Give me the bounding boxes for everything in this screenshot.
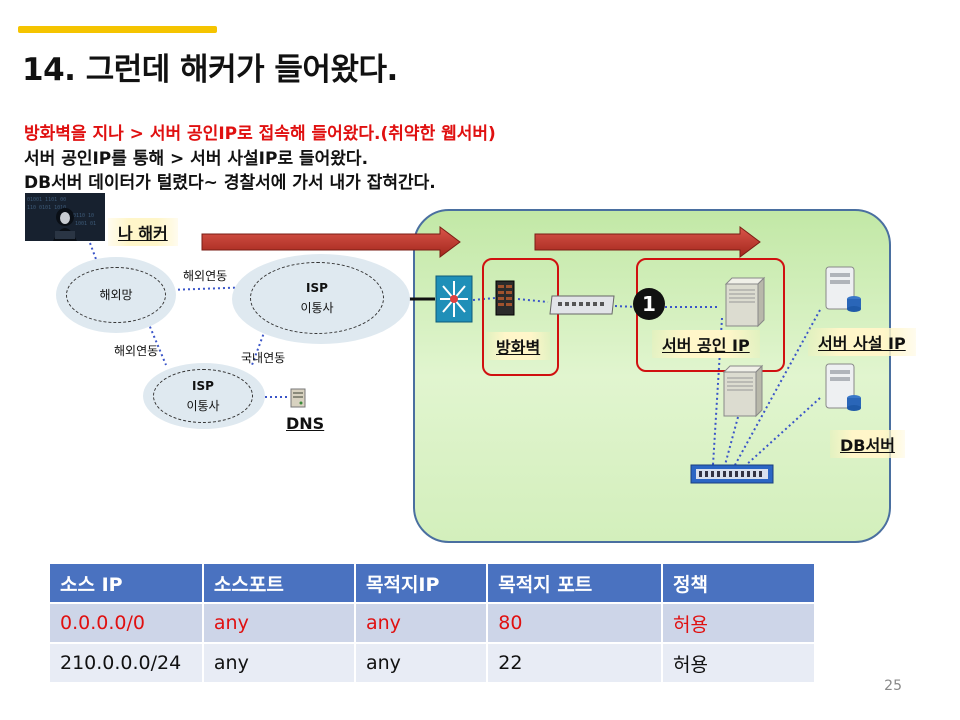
isp-top-carrier: 이통사 bbox=[300, 301, 334, 315]
overseas-network-label: 해외망 bbox=[99, 288, 133, 302]
public-server-ip-label: 서버 공인 IP bbox=[652, 330, 760, 358]
cell-source-port: any bbox=[202, 642, 356, 682]
svg-text:0110 10: 0110 10 bbox=[73, 213, 94, 219]
dns-server-icon bbox=[290, 388, 306, 408]
description-line-2: 서버 공인IP를 통해 > 서버 사설IP로 들어왔다. bbox=[24, 149, 369, 169]
cell-source-ip: 0.0.0.0/0 bbox=[50, 602, 204, 643]
isp-top-cloud: ISP 이통사 bbox=[232, 254, 410, 344]
isp-top-label: ISP bbox=[306, 281, 328, 295]
hacker-label: 나 해커 bbox=[108, 218, 178, 246]
cell-policy: 허용 bbox=[662, 602, 816, 643]
db-server-icon bbox=[818, 362, 866, 416]
internal-switch-icon bbox=[690, 464, 774, 484]
cell-destination-port: 80 bbox=[487, 602, 664, 643]
table-row: 210.0.0.0/24 any any 22 허용 bbox=[50, 642, 816, 682]
header-destination-port: 목적지 포트 bbox=[487, 564, 664, 603]
router-icon bbox=[435, 275, 473, 323]
private-server-icon bbox=[818, 265, 866, 317]
svg-text:01001 1101 00: 01001 1101 00 bbox=[27, 197, 66, 203]
table-row: 0.0.0.0/0 any any 80 허용 bbox=[50, 602, 816, 643]
isp-bottom-label: ISP bbox=[192, 379, 214, 393]
slide-title: 14. 그런데 해커가 들어왔다. bbox=[22, 52, 398, 88]
header-policy: 정책 bbox=[662, 564, 816, 603]
header-source-ip: 소스 IP bbox=[50, 564, 204, 603]
header-source-port: 소스포트 bbox=[202, 564, 356, 603]
db-server-label: DB서버 bbox=[830, 430, 905, 458]
cell-source-ip: 210.0.0.0/24 bbox=[50, 642, 204, 682]
private-server-ip-label: 서버 사설 IP bbox=[808, 328, 916, 356]
internal-network-zone bbox=[413, 209, 891, 543]
description-line-1: 방화벽을 지나 > 서버 공인IP로 접속해 들어왔다.(취약한 웹서버) bbox=[24, 124, 496, 144]
table-header-row: 소스 IP 소스포트 목적지IP 목적지 포트 정책 bbox=[50, 564, 816, 603]
cell-destination-port: 22 bbox=[487, 642, 664, 682]
svg-text:110 0101 1010: 110 0101 1010 bbox=[27, 205, 66, 211]
switch-icon bbox=[548, 294, 616, 316]
isp-bottom-cloud: ISP 이통사 bbox=[143, 363, 265, 429]
step-number-badge: 1 bbox=[633, 288, 665, 320]
web-server-icon bbox=[718, 276, 766, 328]
firewall-icon bbox=[495, 280, 515, 316]
svg-text:1001 01: 1001 01 bbox=[75, 221, 96, 227]
cell-policy: 허용 bbox=[662, 642, 816, 682]
link-domestic-label: 국내연동 bbox=[241, 351, 286, 365]
internal-server-icon bbox=[716, 364, 764, 418]
attack-arrow-2 bbox=[534, 226, 761, 258]
dns-label: DNS bbox=[286, 414, 325, 433]
hacker-image: 01001 1101 00 110 0101 1010 0110 10 1001… bbox=[25, 193, 105, 241]
cell-destination-ip: any bbox=[354, 642, 489, 682]
header-destination-ip: 목적지IP bbox=[354, 564, 489, 603]
title-accent-bar bbox=[18, 26, 217, 33]
firewall-label: 방화벽 bbox=[486, 332, 551, 360]
link-overseas-label-1: 해외연동 bbox=[183, 269, 228, 283]
cell-source-port: any bbox=[202, 602, 356, 643]
description-line-3: DB서버 데이터가 털렸다~ 경찰서에 가서 내가 잡혀간다. bbox=[24, 173, 436, 193]
firewall-policy-table: 소스 IP 소스포트 목적지IP 목적지 포트 정책 0.0.0.0/0 any… bbox=[50, 564, 816, 682]
firewall-highlight-frame bbox=[482, 258, 559, 376]
isp-bottom-carrier: 이통사 bbox=[186, 399, 220, 413]
attack-arrow-1 bbox=[201, 226, 461, 258]
page-number: 25 bbox=[884, 678, 902, 694]
link-overseas-label-2: 해외연동 bbox=[114, 344, 159, 358]
overseas-network-cloud: 해외망 bbox=[56, 257, 176, 333]
cell-destination-ip: any bbox=[354, 602, 489, 643]
